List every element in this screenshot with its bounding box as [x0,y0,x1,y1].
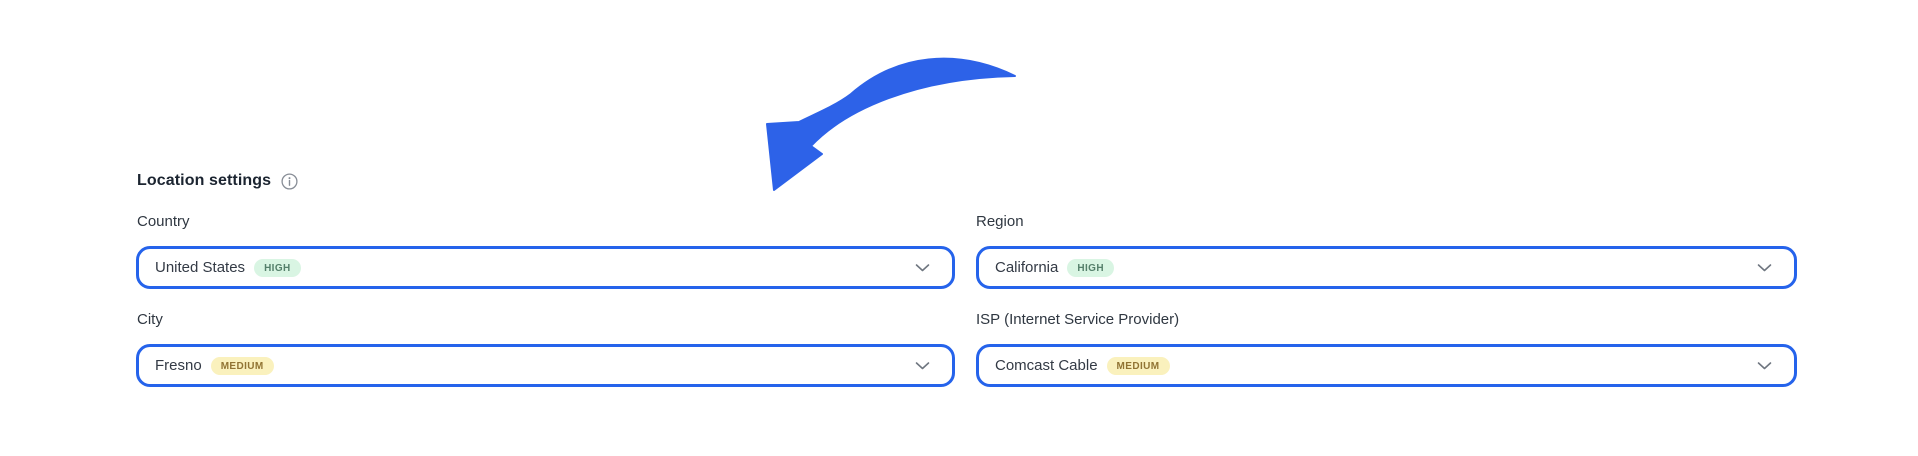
section-header: Location settings [137,172,298,190]
curved-arrow-icon [766,57,1016,191]
city-select[interactable]: Fresno MEDIUM [136,344,955,387]
region-label: Region [976,213,1024,230]
info-icon[interactable] [281,172,298,190]
chevron-down-icon [915,361,930,370]
city-confidence-badge: MEDIUM [210,356,274,375]
region-selected-value: California [995,259,1059,276]
country-label: Country [137,213,190,230]
region-select[interactable]: California HIGH [976,246,1797,289]
page-title: Location settings [137,172,272,189]
region-confidence-badge: HIGH [1067,258,1114,277]
country-selected-value: United States [155,259,246,276]
isp-label: ISP (Internet Service Provider) [976,311,1180,328]
isp-select[interactable]: Comcast Cable MEDIUM [976,344,1797,387]
isp-selected-value: Comcast Cable [995,357,1098,374]
country-select[interactable]: United States HIGH [136,246,955,289]
chevron-down-icon [1757,361,1772,370]
isp-confidence-badge: MEDIUM [1106,356,1170,375]
chevron-down-icon [1757,263,1772,272]
chevron-down-icon [915,263,930,272]
city-label: City [137,311,163,328]
country-confidence-badge: HIGH [254,258,301,277]
city-selected-value: Fresno [155,357,202,374]
